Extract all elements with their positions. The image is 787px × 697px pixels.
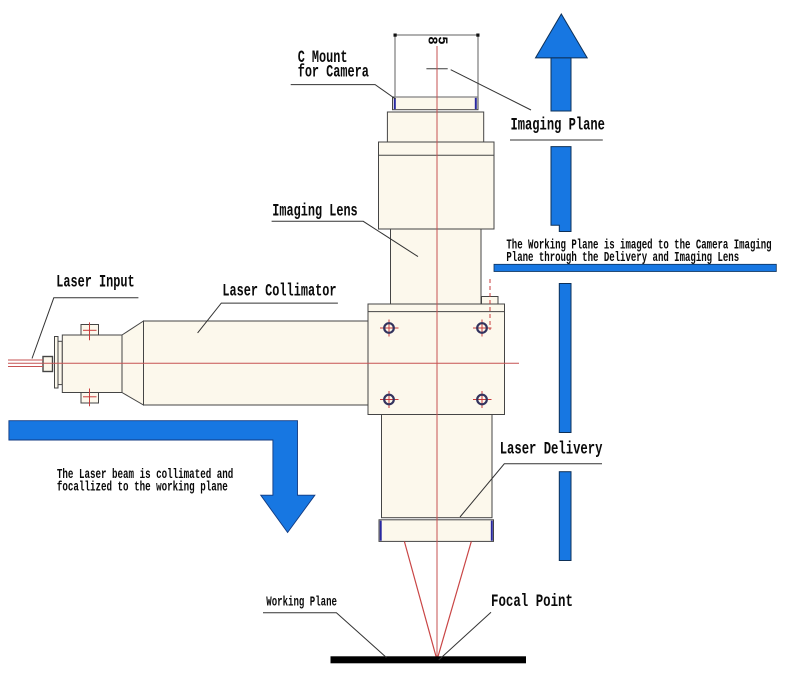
svg-text:Imaging Plane: Imaging Plane: [511, 114, 605, 135]
svg-text:Focal Point: Focal Point: [491, 591, 573, 612]
svg-text:for Camera: for Camera: [298, 61, 369, 82]
svg-text:Laser Input: Laser Input: [56, 271, 134, 292]
svg-text:Working Plane: Working Plane: [266, 593, 337, 610]
svg-text:The Working Plane is imaged to: The Working Plane is imaged to the Camer…: [506, 237, 771, 254]
svg-text:C Mount: C Mount: [298, 47, 348, 68]
svg-text:8: 8: [424, 36, 440, 44]
svg-text:Laser Delivery: Laser Delivery: [500, 438, 603, 459]
svg-text:Imaging Lens: Imaging Lens: [272, 200, 357, 221]
svg-text:The Laser beam is collimated a: The Laser beam is collimated and: [57, 466, 233, 483]
svg-text:focallized to the working plan: focallized to the working plane: [57, 479, 228, 496]
svg-text:Plane through the Delivery and: Plane through the Delivery and Imaging L…: [506, 249, 739, 266]
svg-text:5: 5: [434, 36, 450, 44]
svg-text:Laser Collimator: Laser Collimator: [222, 280, 336, 301]
